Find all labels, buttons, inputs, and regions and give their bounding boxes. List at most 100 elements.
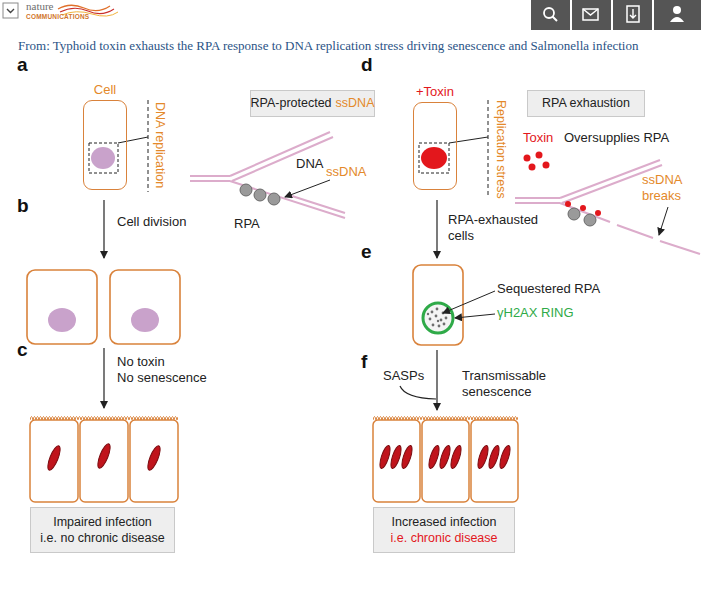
bacterium <box>145 444 162 471</box>
flow-arrow <box>436 350 437 410</box>
panel-letter: e <box>361 242 372 261</box>
epithelial-cell <box>422 420 469 502</box>
epithelial-cell <box>30 420 78 502</box>
callout-line <box>443 291 495 313</box>
part-label: DNA <box>296 156 323 172</box>
brush-border <box>30 413 178 420</box>
merge-arrow <box>400 386 436 399</box>
mail-icon <box>583 9 598 15</box>
nucleus <box>421 147 447 169</box>
rpa-protein <box>584 214 596 226</box>
node-text: i.e. chronic disease <box>390 530 497 546</box>
node-heading: RPA exhaustion <box>542 95 630 111</box>
dna-fork <box>190 132 345 218</box>
node-text: ssDNA <box>336 95 375 111</box>
bacterium <box>95 442 112 469</box>
flow-arrow <box>436 200 437 258</box>
dna-strand <box>232 137 333 181</box>
daughter-cell <box>27 270 97 344</box>
dna-strand <box>515 197 560 199</box>
epithelial-cell <box>80 420 128 502</box>
search-icon <box>553 17 558 22</box>
sequestered-rpa <box>427 308 448 328</box>
toxin-particle <box>536 152 543 159</box>
download-icon <box>627 6 639 22</box>
part-label: ssDNA breaks <box>642 172 692 205</box>
part-label: ssDNA <box>326 164 366 180</box>
break-pointer <box>659 207 668 235</box>
rpa-protein <box>240 184 252 196</box>
node-text: i.e. no chronic disease <box>40 530 164 546</box>
outcome-box: Impaired infectioni.e. no chronic diseas… <box>30 507 175 553</box>
daughter-cell <box>110 270 180 344</box>
arrow-label: No senescence <box>117 370 207 386</box>
rpa-protein <box>268 193 280 205</box>
epithelial-cell <box>471 420 518 502</box>
rpa-protein <box>568 208 580 220</box>
dna-strand <box>190 175 230 177</box>
icon-button <box>654 0 701 30</box>
toxin-particle <box>565 201 571 207</box>
ssdna-strand <box>617 225 653 238</box>
journal-logo: nature <box>26 1 53 12</box>
mail-icon <box>583 9 598 20</box>
callout-label: γH2AX RING <box>497 305 574 321</box>
outcome-box: Increased infectioni.e. chronic disease <box>373 507 515 553</box>
ssdna-strand <box>230 181 345 218</box>
nucleus <box>131 308 159 332</box>
zoom-divider <box>488 100 489 198</box>
icon-button <box>572 0 611 30</box>
dna-fork <box>515 160 700 254</box>
zoom-leader <box>449 137 488 143</box>
nucleus <box>91 147 115 169</box>
zoom-divider <box>148 100 149 192</box>
arrow-label: Transmissable senescence <box>462 368 562 401</box>
toxin-particle <box>529 164 536 171</box>
dna-strand <box>230 132 330 176</box>
dropdown-chevron <box>7 9 14 13</box>
person-icon <box>670 17 684 22</box>
flow-arrow <box>103 348 104 408</box>
panel-letter: a <box>17 55 28 74</box>
arrow-label: SASPs <box>383 368 424 384</box>
dropdown-box <box>3 3 18 18</box>
node-heading: Impaired infection <box>53 514 152 530</box>
bacteria-cluster <box>378 444 512 469</box>
toxin-particle <box>543 162 550 169</box>
arrow-label: RPA-exhausted cells <box>448 212 548 245</box>
callout-label: Sequestered RPA <box>497 281 600 297</box>
toxin-particle <box>580 205 586 211</box>
brush-border <box>373 413 518 420</box>
gh2ax-ring <box>423 303 453 333</box>
axis-note: DNA replication <box>151 102 167 188</box>
panel-letter: b <box>17 196 29 215</box>
arrow-label: Cell division <box>117 214 186 230</box>
person-icon <box>673 6 681 14</box>
arrow-label: No toxin <box>117 354 165 370</box>
zoom-box <box>419 143 449 173</box>
header-box: RPA-protectedssDNA <box>250 90 375 117</box>
axis-note: Replication stress <box>492 100 508 199</box>
panel-e-art <box>413 265 495 345</box>
flow-arrow <box>103 200 104 258</box>
part-label: Oversupplies RPA <box>564 130 669 146</box>
dna-strand <box>190 180 230 182</box>
journal-logo: COMMUNICATIONS <box>26 14 89 21</box>
cell-outline: +Toxin <box>413 102 457 190</box>
page-header <box>3 0 701 30</box>
zoom-leader <box>118 137 148 143</box>
epithelial-cell <box>373 420 420 502</box>
panel-letter: d <box>361 55 373 74</box>
bacterium <box>45 444 62 471</box>
icon-button <box>531 0 570 30</box>
toxin-particle <box>595 210 601 216</box>
part-label: Toxin <box>523 130 553 146</box>
ssdna-strand <box>660 241 700 254</box>
nucleus <box>48 308 76 332</box>
download-icon <box>630 9 636 18</box>
figure-title: From: Typhoid toxin exhausts the RPA res… <box>18 38 638 54</box>
panel-letter: c <box>17 340 28 359</box>
epithelial-cell <box>130 420 178 502</box>
callout-line <box>455 314 495 318</box>
